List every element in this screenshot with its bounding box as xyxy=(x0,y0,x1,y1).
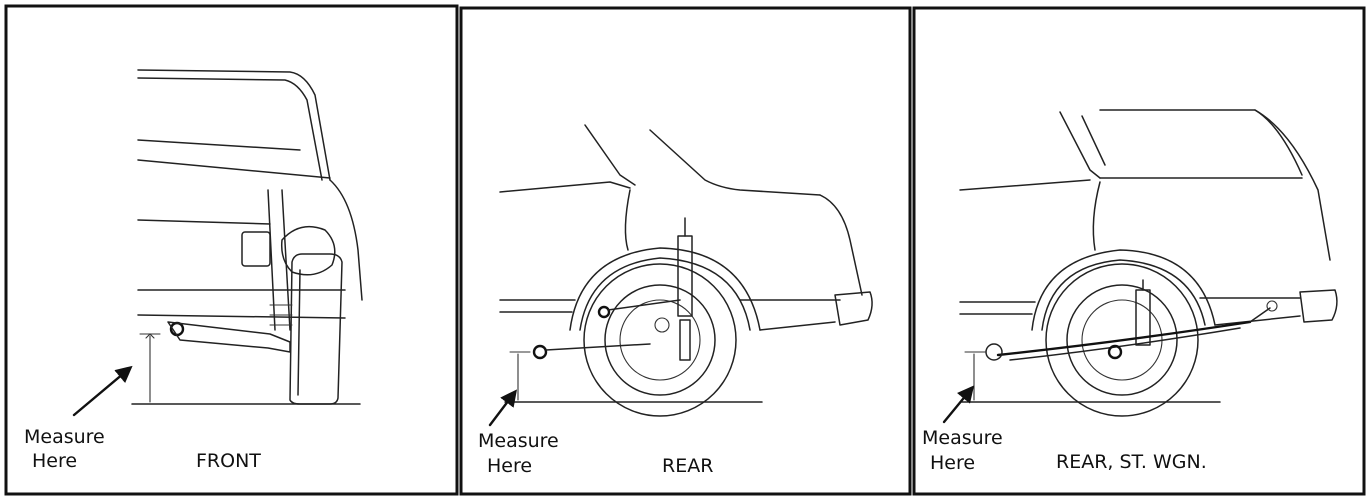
pointer-arrow-front xyxy=(72,365,133,417)
panel-front: Measure Here FRONT xyxy=(4,4,459,496)
panel-rear-frame xyxy=(459,6,912,496)
car-front-drawing xyxy=(72,69,363,417)
pointer-arrow-rear xyxy=(488,389,518,427)
car-rear-drawing xyxy=(488,124,873,427)
measure-label-line2: Here xyxy=(930,452,975,474)
caption-front: FRONT xyxy=(196,450,261,472)
caption-rear-wagon: REAR, ST. WGN. xyxy=(1056,451,1207,473)
measure-label-line2: Here xyxy=(32,450,77,472)
panel-front-frame xyxy=(4,4,459,496)
panel-rear: Measure Here REAR xyxy=(459,6,912,496)
measure-label-line1: Measure xyxy=(478,430,559,452)
caption-rear: REAR xyxy=(662,455,713,477)
measure-label-line1: Measure xyxy=(24,426,105,448)
car-wagon-drawing xyxy=(942,109,1338,424)
measure-label-line1: Measure xyxy=(922,427,1003,449)
panel-rear-wagon-frame xyxy=(912,6,1366,496)
pointer-arrow-wagon xyxy=(942,385,975,424)
measure-label-line2: Here xyxy=(487,455,532,477)
panel-rear-wagon: Measure Here REAR, ST. WGN. xyxy=(912,6,1366,496)
